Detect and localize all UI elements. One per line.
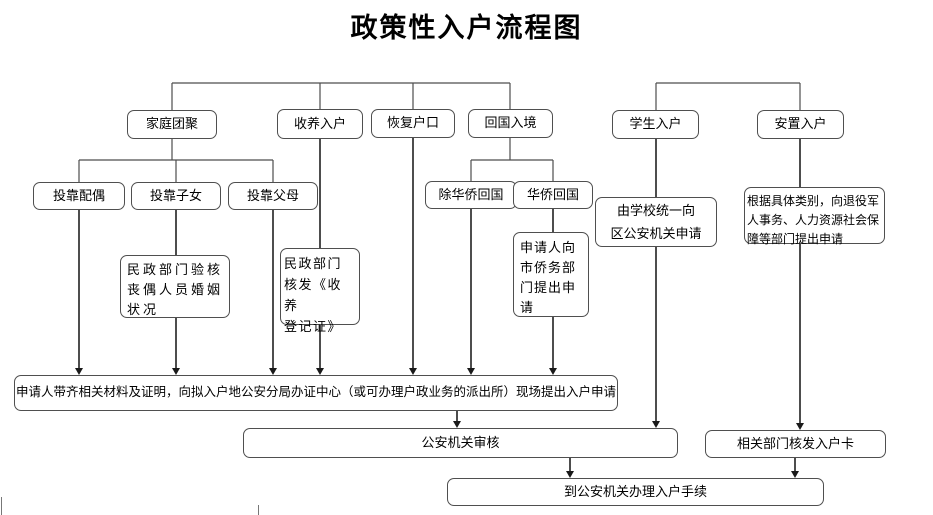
node-onsite-apply: 申请人带齐相关材料及证明，向拟入户地公安分局办证中心（或可办理户政业务的派出所）…	[14, 375, 618, 411]
node-police-review: 公安机关审核	[243, 428, 678, 458]
page-title: 政策性入户流程图	[350, 13, 583, 43]
arrowheads	[75, 368, 804, 478]
node-join-spouse: 投靠配偶	[33, 182, 125, 210]
node-non-overseas-return: 除华侨回国	[425, 181, 517, 209]
page-edge-artifact-left	[1, 497, 2, 515]
node-return-entry: 回国入境	[468, 109, 553, 138]
node-issue-card: 相关部门核发入户卡	[705, 430, 886, 458]
node-overseas-return: 华侨回国	[513, 181, 593, 209]
node-civil-verify: 民政部门验核 丧偶人员婚姻 状况	[120, 255, 230, 318]
node-join-children: 投靠子女	[131, 182, 221, 210]
node-qiaowu-apply: 申请人向 市侨务部 门提出申 请	[513, 232, 589, 317]
node-veteran-apply: 根据具体类别，向退役军 人事务、人力资源社会保 障等部门提出申请	[744, 187, 885, 246]
node-resettlement: 安置入户	[757, 110, 844, 139]
node-student: 学生入户	[612, 110, 699, 139]
node-join-parents: 投靠父母	[228, 182, 318, 210]
node-restore-hukou: 恢复户口	[371, 109, 455, 138]
arrow-stems	[78, 138, 801, 472]
tree-connectors	[78, 82, 801, 182]
node-civil-issue-cert: 民政部门 核发《收养 登记证》	[280, 248, 360, 334]
node-adoption: 收养入户	[277, 109, 363, 139]
node-final-procedure: 到公安机关办理入户手续	[447, 478, 824, 506]
node-school-apply: 由学校统一向 区公安机关申请	[595, 197, 717, 247]
page-edge-artifact-bottom	[258, 505, 259, 515]
node-family-reunion: 家庭团聚	[127, 110, 217, 139]
